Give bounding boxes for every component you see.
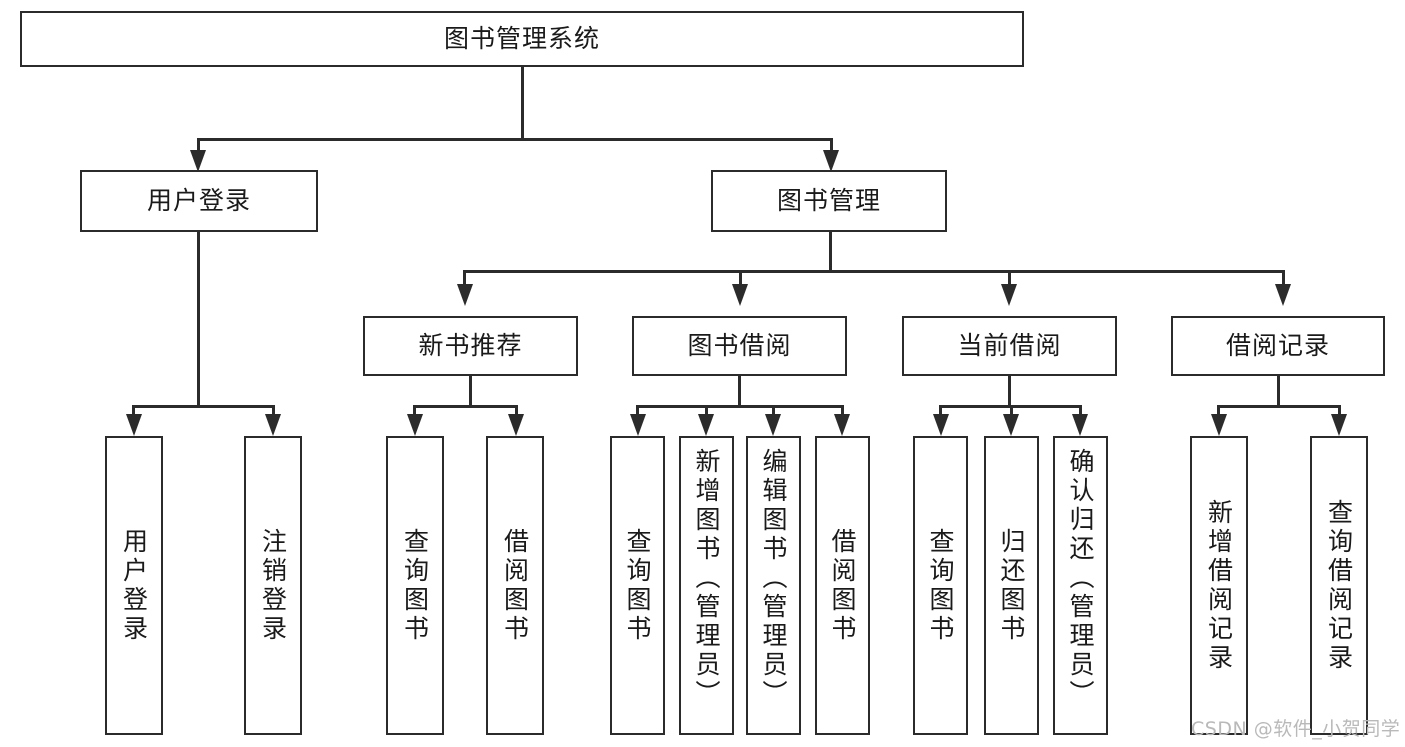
arrowhead-nb-to-leaf-1 — [407, 414, 423, 436]
leaf-label: 编辑图书（管理员） — [759, 448, 788, 709]
leaf-label: 查询图书 — [926, 527, 955, 644]
connector-root-to-book-management — [830, 138, 833, 160]
node-book-management[interactable]: 图书管理 — [711, 170, 947, 232]
arrowhead-cb-to-leaf-2 — [1003, 414, 1019, 436]
leaf-query-book-new-recommend[interactable]: 查询图书 — [386, 436, 444, 735]
node-user-login[interactable]: 用户登录 — [80, 170, 318, 232]
node-current-borrow[interactable]: 当前借阅 — [902, 316, 1117, 376]
leaf-label: 新增借阅记录 — [1204, 498, 1234, 673]
leaf-add-borrow-record[interactable]: 新增借阅记录 — [1190, 436, 1248, 735]
arrowhead-bb-to-leaf-1 — [630, 414, 646, 436]
leaf-label: 借阅图书 — [500, 527, 530, 644]
connector-bm-to-borrow-record — [1282, 270, 1285, 294]
connector-new-book-bus — [413, 405, 518, 408]
node-label: 图书管理 — [776, 186, 881, 216]
connector-book-management-stem — [829, 232, 832, 272]
leaf-label: 归还图书 — [997, 527, 1026, 644]
arrowhead-user-login-to-leaf-1 — [126, 414, 142, 436]
leaf-logout-login[interactable]: 注销登录 — [244, 436, 302, 735]
connector-bm-to-current-borrow — [1008, 270, 1011, 294]
csdn-watermark: CSDN @软件_小贺同学 — [1191, 718, 1401, 740]
connector-user-login-stem — [197, 232, 200, 407]
leaf-label: 查询借阅记录 — [1324, 498, 1354, 673]
connector-borrow-record-stem — [1277, 376, 1280, 407]
arrowhead-bb-to-leaf-3 — [765, 414, 781, 436]
node-borrow-record[interactable]: 借阅记录 — [1171, 316, 1385, 376]
node-root-book-management-system[interactable]: 图书管理系统 — [20, 11, 1024, 67]
leaf-query-book-borrow[interactable]: 查询图书 — [610, 436, 665, 735]
arrowhead-root-to-user-login — [190, 150, 206, 172]
leaf-edit-book-admin[interactable]: 编辑图书（管理员） — [746, 436, 801, 735]
node-label: 图书管理系统 — [443, 24, 600, 54]
arrowhead-user-login-to-leaf-2 — [265, 414, 281, 436]
arrowhead-bm-to-borrow-record — [1275, 284, 1291, 306]
leaf-label: 借阅图书 — [828, 527, 857, 644]
leaf-borrow-book[interactable]: 借阅图书 — [815, 436, 870, 735]
connector-bm-to-new-book — [463, 270, 466, 294]
arrowhead-bm-to-book-borrow — [732, 284, 748, 306]
arrowhead-br-to-leaf-2 — [1331, 414, 1347, 436]
leaf-user-login[interactable]: 用户登录 — [105, 436, 163, 735]
leaf-label: 新增图书（管理员） — [692, 448, 721, 709]
node-label: 图书借阅 — [687, 331, 792, 361]
node-label: 借阅记录 — [1225, 331, 1330, 361]
connector-user-login-bus — [132, 405, 275, 408]
connector-new-book-stem — [469, 376, 472, 407]
leaf-label: 注销登录 — [258, 527, 288, 644]
node-label: 新书推荐 — [418, 331, 523, 361]
node-new-book-recommend[interactable]: 新书推荐 — [363, 316, 578, 376]
arrowhead-bm-to-new-book — [457, 284, 473, 306]
connector-current-borrow-stem — [1008, 376, 1011, 407]
leaf-label: 用户登录 — [119, 527, 149, 644]
connector-book-borrow-bus — [636, 405, 843, 408]
connector-borrow-record-bus — [1217, 405, 1339, 408]
node-label: 当前借阅 — [957, 331, 1062, 361]
leaf-borrow-book-new-recommend[interactable]: 借阅图书 — [486, 436, 544, 735]
connector-root-bus — [197, 138, 833, 141]
leaf-label: 确认归还（管理员） — [1066, 448, 1095, 709]
connector-book-borrow-stem — [738, 376, 741, 407]
leaf-confirm-return-admin[interactable]: 确认归还（管理员） — [1053, 436, 1108, 735]
leaf-add-book-admin[interactable]: 新增图书（管理员） — [679, 436, 734, 735]
arrowhead-cb-to-leaf-1 — [933, 414, 949, 436]
arrowhead-root-to-book-management — [823, 150, 839, 172]
connector-book-management-bus — [463, 270, 1285, 273]
leaf-label: 查询图书 — [623, 527, 652, 644]
arrowhead-bb-to-leaf-4 — [834, 414, 850, 436]
connector-bm-to-book-borrow — [739, 270, 742, 294]
leaf-query-borrow-record[interactable]: 查询借阅记录 — [1310, 436, 1368, 735]
node-book-borrow[interactable]: 图书借阅 — [632, 316, 847, 376]
arrowhead-bm-to-current-borrow — [1001, 284, 1017, 306]
arrowhead-bb-to-leaf-2 — [698, 414, 714, 436]
arrowhead-br-to-leaf-1 — [1211, 414, 1227, 436]
connector-root-to-user-login — [197, 138, 200, 160]
arrowhead-cb-to-leaf-3 — [1072, 414, 1088, 436]
connector-root-stem — [521, 67, 524, 140]
leaf-return-book[interactable]: 归还图书 — [984, 436, 1039, 735]
arrowhead-nb-to-leaf-2 — [508, 414, 524, 436]
leaf-label: 查询图书 — [400, 527, 430, 644]
leaf-query-book-current[interactable]: 查询图书 — [913, 436, 968, 735]
node-label: 用户登录 — [146, 186, 251, 216]
